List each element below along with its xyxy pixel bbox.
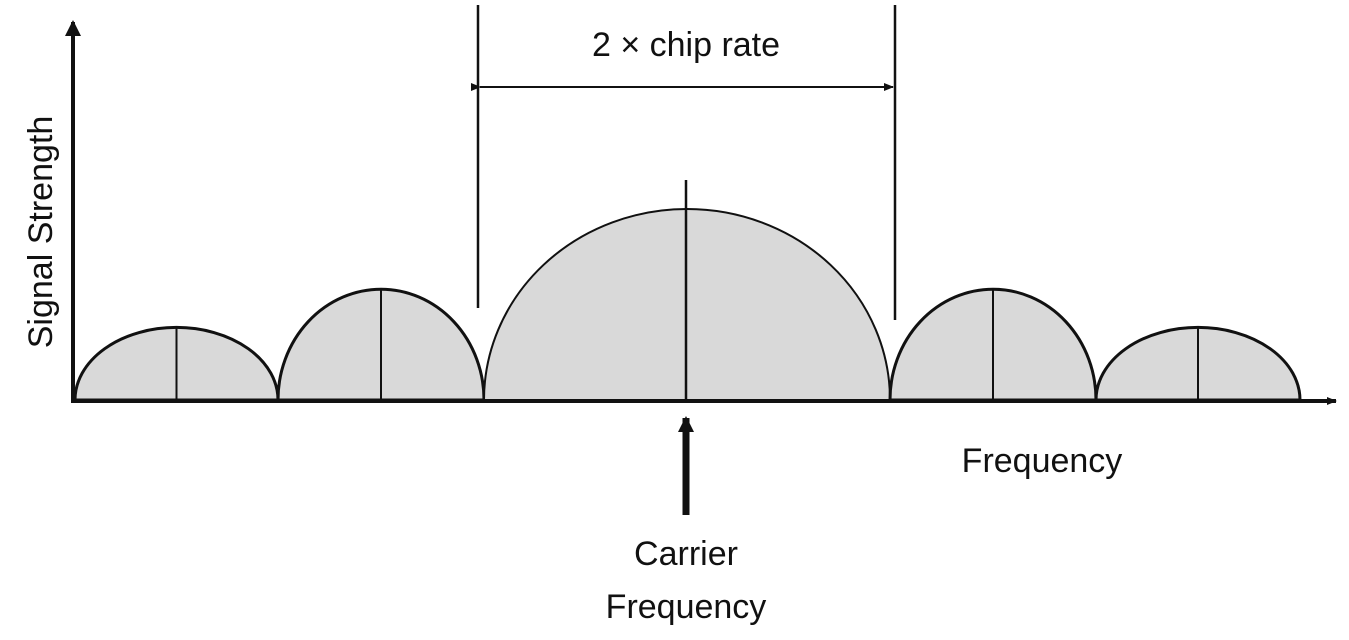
spectrum-lobes: [73, 208, 1302, 402]
bandwidth-label: 2 × chip rate: [592, 26, 780, 64]
carrier-label-line1: Carrier: [634, 535, 738, 573]
y-axis-label: Signal Strength: [22, 116, 60, 349]
carrier-label-line2: Frequency: [606, 588, 767, 626]
x-axis-label: Frequency: [962, 442, 1123, 480]
